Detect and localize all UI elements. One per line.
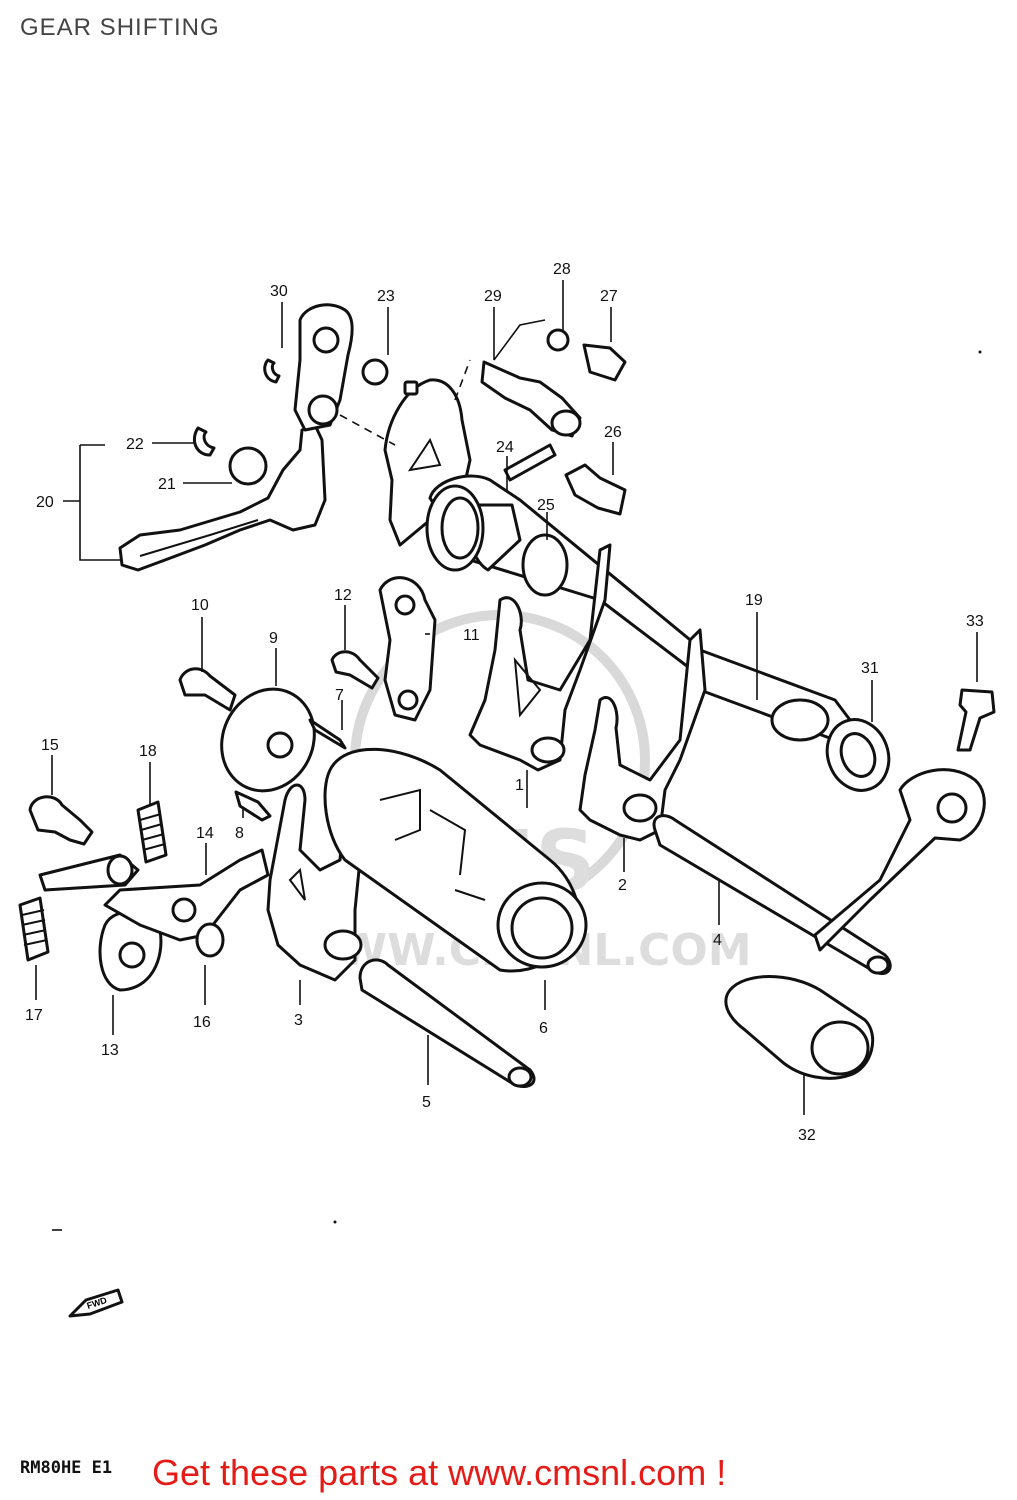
- fork-shaft-short: [358, 958, 536, 1088]
- callout-25: 25: [537, 497, 555, 514]
- callout-6: 6: [539, 1020, 548, 1037]
- oil-seal: [825, 718, 891, 792]
- callout-28: 28: [553, 261, 571, 278]
- shift-fork-3: [266, 783, 363, 982]
- callout-15: 15: [41, 737, 59, 754]
- page-title: GEAR SHIFTING: [20, 14, 220, 41]
- callout-32: 32: [798, 1127, 816, 1144]
- callout-23: 23: [377, 288, 395, 305]
- callout-30: 30: [270, 283, 288, 300]
- callout-19: 19: [745, 592, 763, 609]
- gearshift-cam-plate: [293, 303, 389, 432]
- gearshift-arm: [118, 358, 327, 572]
- fwd-arrow-icon: FWD: [68, 1288, 124, 1318]
- model-code: RM80HE E1: [20, 1458, 113, 1478]
- callout-18: 18: [139, 743, 157, 760]
- gear-stopper: [18, 795, 270, 992]
- cam-guide: [178, 576, 437, 822]
- callout-17: 17: [25, 1007, 43, 1024]
- callout-21: 21: [158, 476, 176, 493]
- callout-1: 1: [515, 777, 524, 794]
- callout-labels: 1 2 3 4 5 6 7 8 9 10 11 12 13 14 15 16 1…: [25, 261, 984, 1144]
- shift-fork-2: [578, 628, 707, 842]
- leader-lines: [35, 280, 978, 1115]
- callout-33: 33: [966, 613, 984, 630]
- callout-12: 12: [334, 587, 352, 604]
- callout-26: 26: [604, 424, 622, 441]
- gear-change-lever: [724, 768, 986, 1080]
- bolt-33: [956, 688, 996, 752]
- callout-2: 2: [618, 877, 627, 894]
- callout-20: 20: [36, 494, 54, 511]
- callout-16: 16: [193, 1014, 211, 1031]
- callout-27: 27: [600, 288, 618, 305]
- callout-31: 31: [861, 660, 879, 677]
- promo-link[interactable]: Get these parts at www.cmsnl.com !: [152, 1452, 727, 1493]
- shift-fork-1: [468, 543, 612, 772]
- callout-13: 13: [101, 1042, 119, 1059]
- callout-10: 10: [191, 597, 209, 614]
- callout-3: 3: [294, 1012, 303, 1029]
- callout-24: 24: [496, 439, 514, 456]
- shift-shaft: [425, 443, 852, 742]
- callout-29: 29: [484, 288, 502, 305]
- neutral-switch-parts: [480, 328, 627, 516]
- callout-4: 4: [713, 932, 722, 949]
- callout-5: 5: [422, 1094, 431, 1111]
- callout-11: 11: [463, 627, 480, 644]
- callout-14: 14: [196, 825, 214, 842]
- callout-7: 7: [335, 687, 344, 704]
- gearshift-cam-drum: [323, 747, 588, 973]
- callout-8: 8: [235, 825, 244, 842]
- callout-22: 22: [126, 436, 144, 453]
- callout-9: 9: [269, 630, 278, 647]
